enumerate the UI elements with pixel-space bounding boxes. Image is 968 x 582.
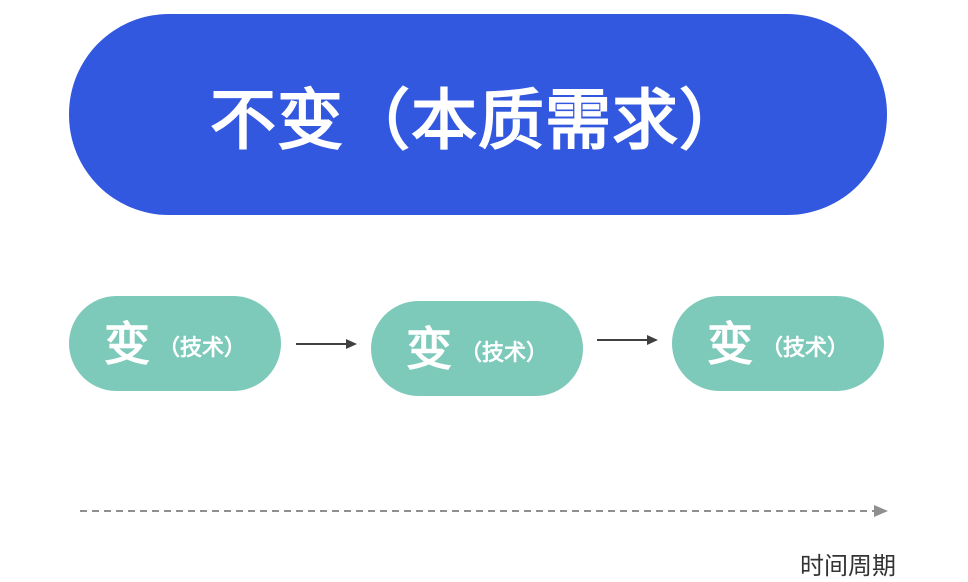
timeline-arrowhead [874, 505, 888, 517]
change-label-3: 变 [706, 316, 753, 371]
change-pill-1: 变 （技术） [69, 296, 281, 391]
timeline-axis [80, 505, 888, 517]
invariant-title: 不变（本质需求） [210, 81, 746, 159]
change-label-1: 变 [103, 316, 150, 371]
change-sublabel-3: （技术） [760, 335, 849, 361]
arrow-1-to-2 [296, 339, 357, 349]
change-label-2: 变 [405, 321, 452, 376]
change-pill-2: 变 （技术） [371, 301, 583, 396]
change-sublabel-1: （技术） [157, 335, 246, 361]
change-sublabel-2: （技术） [459, 340, 548, 366]
change-pill-3: 变 （技术） [672, 296, 884, 391]
arrow-2-to-3 [597, 335, 658, 345]
arrow-2-head [647, 335, 658, 345]
timeline-label: 时间周期 [800, 552, 896, 580]
arrow-1-head [346, 339, 357, 349]
invariant-pill: 不变（本质需求） [69, 14, 887, 215]
